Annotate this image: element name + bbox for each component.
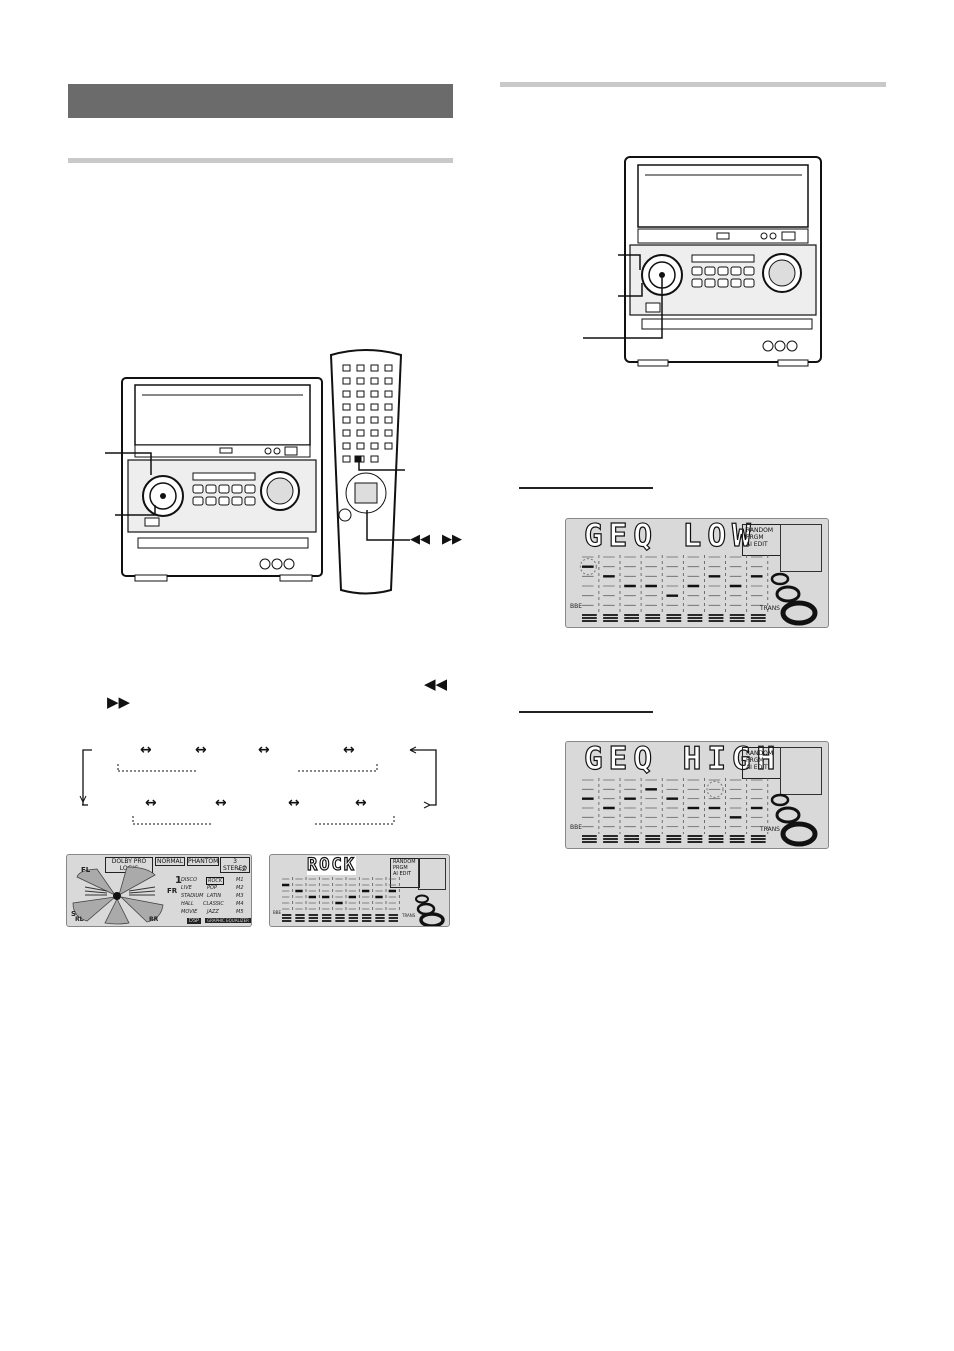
rewind-instruction-glyph: ◀◀: [424, 675, 448, 693]
mode-cell: HALL: [181, 901, 194, 907]
geq-low-display: GEQ LOW RANDOM PRGM AI EDIT BBE TRANS: [565, 518, 829, 628]
geq-high-display: GEQ HIGH RANDOM PRGM AI EDIT BBE TRANS: [565, 741, 829, 849]
label-edit: EDIT: [753, 764, 768, 771]
speaker-label-channel: 1: [175, 875, 182, 886]
high-side-panel: RANDOM PRGM AI EDIT: [742, 747, 781, 779]
mode-cell: POP: [207, 885, 217, 891]
cycle-arrow-5: ↔: [145, 795, 157, 811]
selected-band-glow: [706, 780, 724, 798]
low-heading-underline: [519, 487, 653, 489]
mode-grid: DISCO ROCK M1 LIVE POP M2 STADIUM LATIN …: [179, 877, 251, 926]
rewind-button-glyph: ◀◀: [410, 532, 430, 547]
mode-cell: M5: [236, 909, 244, 915]
grid-footer-dsp: DSP: [187, 918, 202, 924]
bbe-label: BBE: [273, 910, 282, 915]
selected-band-glow: [579, 558, 597, 576]
mode-cell: LATIN: [207, 893, 222, 899]
speaker-label-fl: FL: [81, 866, 91, 874]
cycle-arrow-6: ↔: [215, 795, 227, 811]
stereo-front-panel-illustration: [583, 156, 822, 367]
cycle-arrow-8: ↔: [355, 795, 367, 811]
tag-3-stereo: 3 STEREO: [220, 857, 250, 873]
mode-cell: MOVIE: [181, 909, 198, 915]
bbe-label: BBE: [570, 824, 583, 831]
disc-icons: [770, 793, 818, 847]
mode-cell: M4: [236, 901, 244, 907]
eq-display-rock: ROCK RANDOM PRGM AI EDIT BBE TRANS: [269, 854, 450, 927]
forward-button-glyph: ▶▶: [442, 532, 462, 547]
section-header-band: [68, 84, 453, 118]
high-heading-underline: [519, 711, 653, 713]
eq-side-panel: RANDOM PRGM AI EDIT: [390, 858, 420, 888]
geq-low-title: GEQ LOW: [583, 518, 757, 554]
corner-label: <Z: [237, 866, 247, 873]
eq-bar-grid: [282, 877, 400, 922]
label-random: RANDOM: [393, 859, 416, 865]
speaker-label-rl: RL: [75, 916, 84, 923]
label-edit: EDIT: [399, 871, 412, 877]
tag-phantom: PHANTOM: [187, 857, 219, 866]
grid-footer-geq: GRAPHIC EQUALIZER: [205, 918, 251, 923]
trans-label: TRANS: [760, 605, 780, 612]
eq-blank-box: [418, 858, 446, 890]
mode-cell-highlighted: ROCK: [206, 877, 225, 885]
label-prgm: PRGM: [393, 865, 408, 871]
mode-cell: STADIUM: [181, 893, 204, 899]
tag-normal: NORMAL: [155, 857, 185, 866]
mode-cell: M3: [236, 893, 244, 899]
label-prgm: PRGM: [746, 757, 764, 764]
mode-cell: LIVE: [181, 885, 192, 891]
mode-cell: M1: [236, 877, 244, 883]
bbe-label: BBE: [570, 603, 583, 610]
trans-label: TRANS: [760, 826, 780, 833]
mode-cycle-diagram: [79, 746, 437, 825]
mode-cell: M2: [236, 885, 244, 891]
label-edit: EDIT: [753, 541, 768, 548]
cycle-arrow-1: ↔: [140, 742, 152, 758]
geq-low-bar-grid: [579, 555, 769, 622]
speaker-label-fr: FR: [167, 887, 178, 895]
cycle-arrow-7: ↔: [288, 795, 300, 811]
label-random: RANDOM: [746, 527, 774, 534]
label-prgm: PRGM: [746, 534, 764, 541]
label-ai: AI: [746, 764, 752, 771]
cycle-arrow-4: ↔: [343, 742, 355, 758]
mode-cell: CLASSIC: [203, 901, 224, 907]
speaker-label-s: S: [71, 910, 77, 918]
right-column-rule: [500, 82, 886, 87]
subsection-rule: [68, 158, 453, 163]
mode-cell: DISCO: [181, 877, 197, 883]
eq-title: ROCK: [306, 855, 356, 875]
forward-instruction-glyph: ▶▶: [107, 693, 131, 711]
stereo-system-illustration: [105, 349, 410, 595]
disc-icons: [770, 572, 818, 626]
label-ai: AI: [746, 541, 752, 548]
surround-mode-display: DOLBY PRO LOGIC NORMAL PHANTOM 3 STEREO …: [66, 854, 252, 927]
cycle-arrow-2: ↔: [195, 742, 207, 758]
speaker-fan-diagram: [72, 866, 164, 925]
high-blank-box: [780, 747, 822, 795]
speaker-label-rr: RR: [149, 916, 159, 923]
label-random: RANDOM: [746, 750, 774, 757]
mode-cell: JAZZ: [207, 909, 219, 915]
geq-high-bar-grid: [582, 778, 769, 843]
cycle-arrow-3: ↔: [258, 742, 270, 758]
label-ai: AI: [393, 871, 398, 877]
trans-label: TRANS: [402, 913, 416, 918]
low-side-panel: RANDOM PRGM AI EDIT: [742, 524, 781, 556]
low-blank-box: [780, 524, 822, 572]
disc-icons: [415, 894, 445, 926]
